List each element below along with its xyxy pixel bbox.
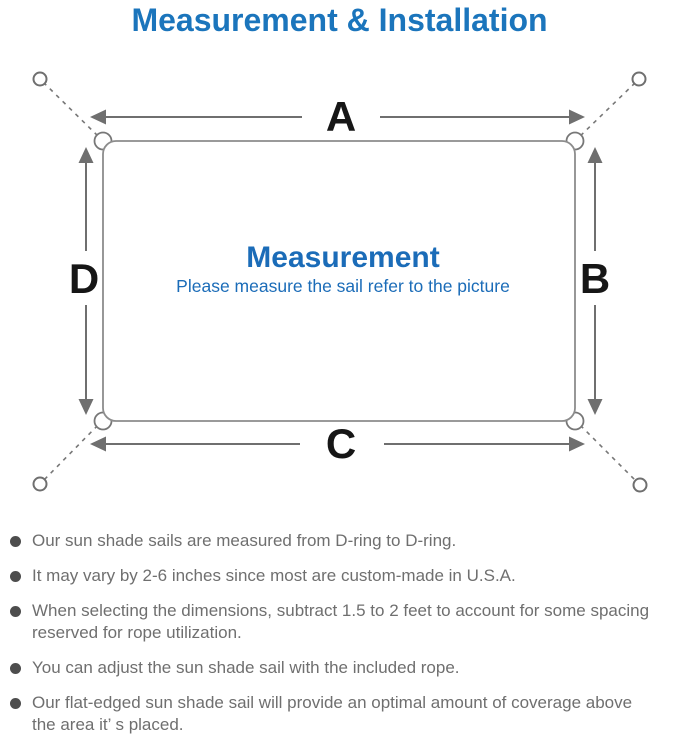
anchor-point-bottom-left-icon [32, 476, 48, 492]
measurement-diagram-svg: A C D B [32, 71, 648, 493]
bullet-dot-icon [10, 662, 21, 674]
dimension-label-c: C [326, 420, 356, 467]
note-item-adjust-rope: You can adjust the sun shade sail with t… [10, 657, 654, 679]
anchor-point-top-right-icon [631, 71, 647, 87]
note-item-measured-d-ring: Our sun shade sails are measured from D-… [10, 530, 654, 552]
dimension-label-d: D [69, 255, 99, 302]
anchor-point-bottom-right-icon [632, 477, 648, 493]
measurement-diagram: A C D B [0, 55, 679, 520]
note-text: Our flat-edged sun shade sail will provi… [32, 693, 633, 734]
note-text: When selecting the dimensions, subtract … [32, 601, 650, 642]
guy-line-top-left [41, 80, 105, 143]
bullet-dot-icon [10, 697, 21, 709]
note-text: Our sun shade sails are measured from D-… [32, 531, 457, 550]
sail-outline [102, 140, 576, 422]
guy-line-bottom-right [573, 418, 639, 484]
guy-line-bottom-left [41, 418, 105, 483]
note-text: It may vary by 2-6 inches since most are… [32, 566, 516, 585]
bullet-dot-icon [10, 535, 21, 547]
dimension-arrow-b [587, 147, 603, 415]
anchor-point-top-left-icon [32, 71, 48, 87]
diagram-center-subtitle: Please measure the sail refer to the pic… [176, 276, 510, 296]
dimension-arrow-c [90, 436, 585, 452]
dimension-arrow-d [78, 147, 94, 415]
note-item-vary-inches: It may vary by 2-6 inches since most are… [10, 565, 654, 587]
bullet-dot-icon [10, 605, 21, 617]
dimension-label-a: A [326, 93, 356, 140]
diagram-center-title: Measurement [246, 241, 439, 274]
guy-line-top-right [573, 80, 638, 143]
dimension-arrow-a [90, 109, 585, 125]
note-item-flat-edged-coverage: Our flat-edged sun shade sail will provi… [10, 692, 654, 736]
note-item-subtract-feet: When selecting the dimensions, subtract … [10, 600, 654, 644]
page-title: Measurement & Installation [131, 2, 548, 38]
notes-list: Our sun shade sails are measured from D-… [10, 530, 654, 739]
bullet-dot-icon [10, 570, 21, 582]
dimension-label-b: B [580, 255, 610, 302]
note-text: You can adjust the sun shade sail with t… [32, 658, 460, 677]
